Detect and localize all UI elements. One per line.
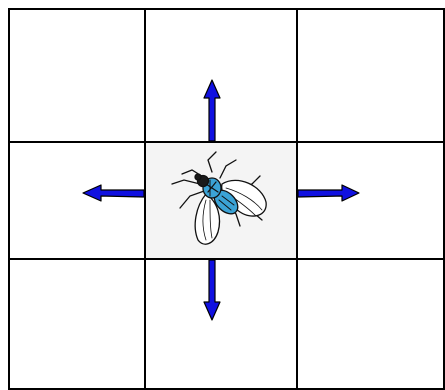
arrow-down-icon: [203, 259, 221, 321]
grid-border: [8, 8, 445, 390]
grid-lines: [8, 8, 445, 390]
arrow-right-icon: [297, 184, 360, 202]
direction-arrows: [82, 79, 360, 321]
arrow-up-icon: [203, 79, 221, 142]
fly-icon: [171, 151, 267, 245]
arrow-left-icon: [82, 184, 145, 202]
